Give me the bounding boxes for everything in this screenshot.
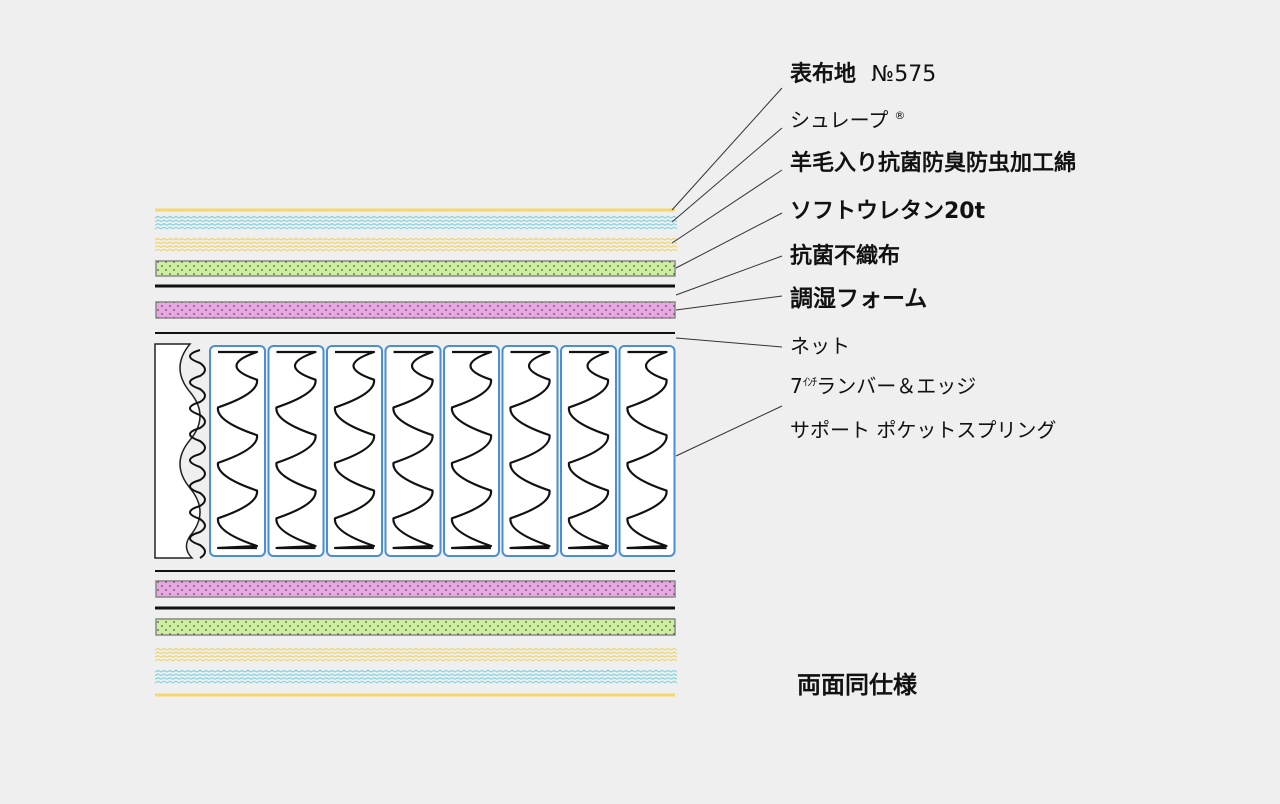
bottom-wool-cotton-band [154, 647, 678, 662]
label-humidity-foam: 調湿フォーム [790, 288, 927, 311]
label-fabric: 表布地 №575 [790, 64, 936, 86]
label-wool-cotton: 羊毛入り抗菌防臭防虫加工綿 [790, 153, 1076, 175]
fabric-text: 表布地 [790, 62, 857, 87]
label-soft-urethane: ソフトウレタン20t [790, 201, 985, 223]
leader-line [671, 127, 783, 223]
bottom-soft-urethane-band [155, 618, 676, 636]
humidity-foam-text: 調湿フォーム [790, 286, 928, 312]
top-humidity-foam-band [155, 301, 676, 319]
top-soft-urethane-band [155, 260, 676, 277]
coil-spring-icon [618, 345, 676, 557]
label-both-sides: 両面同仕様 [797, 673, 917, 697]
bottom-humidity-foam-band [155, 580, 676, 598]
label-spring-line2: サポート ポケットスプリング [790, 420, 1056, 440]
both-sides-text: 両面同仕様 [797, 671, 917, 699]
spring-support-text: サポート ポケットスプリング [790, 418, 1057, 442]
spring-size-number: 7 [790, 374, 803, 398]
leader-line [675, 255, 783, 296]
label-spring-line1: 7ｲﾝﾁランバー＆エッジ [790, 376, 976, 396]
surepu-text: シュレープ [790, 108, 889, 132]
top-wool-cotton-band [154, 237, 678, 252]
antibac-nonwoven-text: 抗菌不織布 [790, 244, 901, 269]
leader-line [675, 295, 783, 311]
coil-spring-icon [326, 345, 383, 557]
label-antibac-nonwoven: 抗菌不織布 [790, 246, 900, 268]
spring-size-unit: ｲﾝﾁ [802, 375, 817, 389]
leader-line [671, 87, 783, 211]
fabric-number: №575 [871, 62, 937, 87]
spring-type-text: ランバー＆エッジ [816, 374, 977, 398]
coil-spring-icon [443, 345, 500, 557]
soft-urethane-text: ソフトウレタン20t [790, 199, 986, 224]
coil-spring-icon [384, 345, 442, 557]
edge-support-icon [154, 343, 206, 559]
bottom-surepu-band [154, 669, 678, 684]
top-surepu-band [154, 215, 678, 230]
net-text: ネット [790, 334, 850, 358]
coil-spring-icon [267, 345, 325, 557]
coil-spring-icon [501, 345, 559, 557]
leader-line [675, 337, 783, 348]
leader-line [671, 169, 783, 244]
leader-line [675, 405, 783, 457]
leader-line [675, 212, 783, 269]
wool-cotton-text: 羊毛入り抗菌防臭防虫加工綿 [790, 151, 1077, 176]
label-net: ネット [790, 336, 850, 356]
label-surepu: シュレープ ® [790, 110, 905, 130]
coil-spring-icon [209, 345, 266, 557]
coil-spring-icon [560, 345, 617, 557]
registered-mark: ® [894, 109, 906, 123]
